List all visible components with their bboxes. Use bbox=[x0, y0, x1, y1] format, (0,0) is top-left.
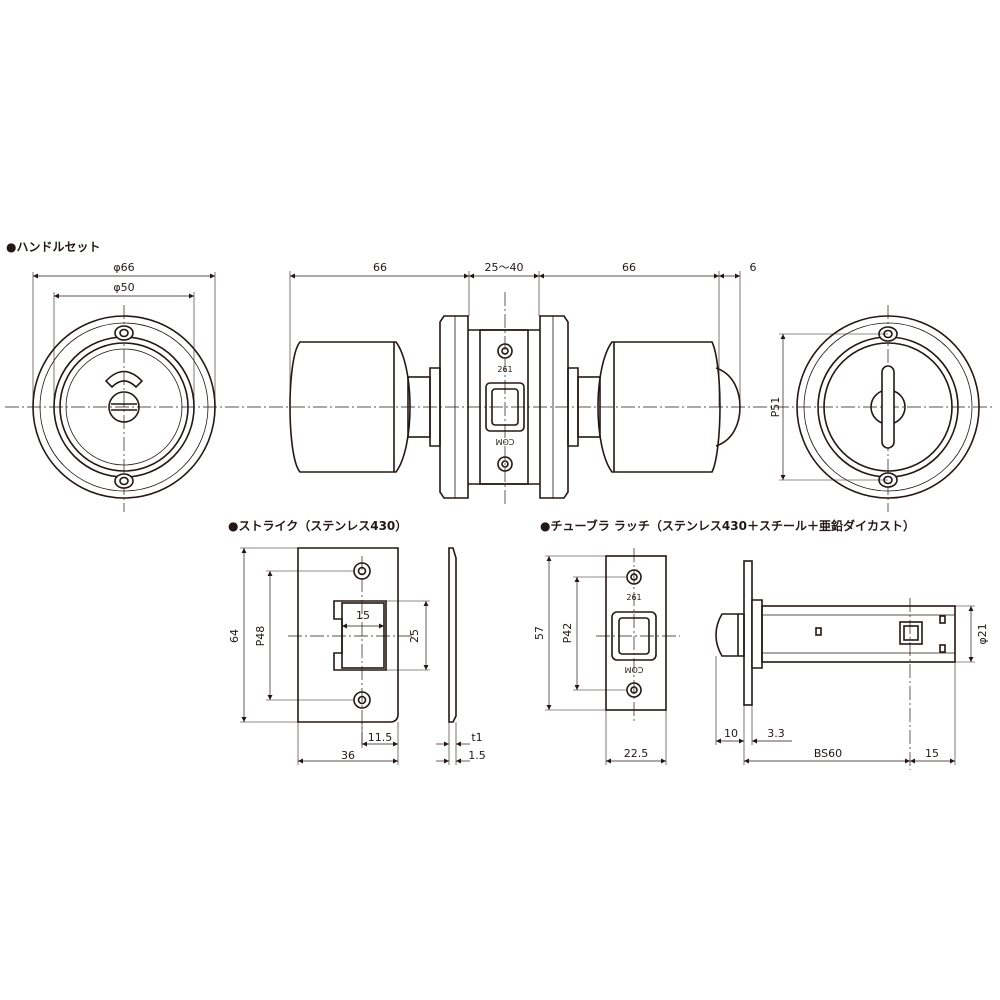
label-door-range: 25～40 bbox=[485, 261, 524, 274]
strike-front-view bbox=[288, 547, 415, 745]
label-strike-11-5: 11.5 bbox=[368, 731, 393, 744]
stamp-com-side: COM bbox=[496, 437, 515, 446]
label-len66-right: 66 bbox=[622, 261, 636, 274]
side-view bbox=[289, 292, 741, 506]
label-latch-15: 15 bbox=[925, 747, 939, 760]
section-title-strike: ●ストライク（ステンレス430） bbox=[228, 519, 408, 533]
label-len66-left: 66 bbox=[373, 261, 387, 274]
dimension-p51 bbox=[779, 333, 888, 481]
stamp-261-latch: 261 bbox=[626, 593, 641, 602]
label-strike-p48: P48 bbox=[254, 626, 267, 647]
label-strike-25: 25 bbox=[408, 629, 421, 643]
strike-dimensions bbox=[240, 547, 470, 765]
strike-side-view bbox=[448, 547, 457, 723]
label-phi66: φ66 bbox=[113, 261, 134, 274]
label-six: 6 bbox=[750, 261, 757, 274]
right-rose-view bbox=[796, 305, 980, 512]
left-rose-view bbox=[32, 305, 216, 512]
label-strike-t1: t1 bbox=[471, 731, 482, 744]
stamp-261-side: 261 bbox=[497, 365, 512, 374]
label-latch-57: 57 bbox=[533, 626, 546, 640]
label-latch-p42: P42 bbox=[561, 623, 574, 644]
label-strike-15: 15 bbox=[356, 609, 370, 622]
label-latch-22-5: 22.5 bbox=[624, 747, 649, 760]
dimension-side-lengths bbox=[289, 271, 741, 407]
label-strike-64: 64 bbox=[228, 629, 241, 643]
label-strike-1-5: 1.5 bbox=[468, 749, 486, 762]
latch-side-view bbox=[715, 560, 956, 770]
label-latch-10: 10 bbox=[724, 727, 738, 740]
section-title-handle-set: ●ハンドルセット bbox=[6, 240, 101, 254]
dimension-phi66 bbox=[32, 272, 216, 407]
label-latch-phi21: φ21 bbox=[976, 623, 989, 644]
stamp-com-latch: COM bbox=[625, 665, 644, 674]
label-phi50: φ50 bbox=[113, 281, 134, 294]
label-strike-36: 36 bbox=[341, 749, 355, 762]
label-latch-3-3: 3.3 bbox=[767, 727, 785, 740]
section-title-latch: ●チューブラ ラッチ（ステンレス430＋スチール＋亜鉛ダイカスト） bbox=[540, 519, 915, 533]
latch-face-view bbox=[596, 548, 680, 722]
latch-dimensions bbox=[545, 555, 975, 765]
label-p51: P51 bbox=[769, 397, 782, 418]
label-latch-bs60: BS60 bbox=[814, 747, 842, 760]
dimension-phi50 bbox=[53, 292, 195, 407]
